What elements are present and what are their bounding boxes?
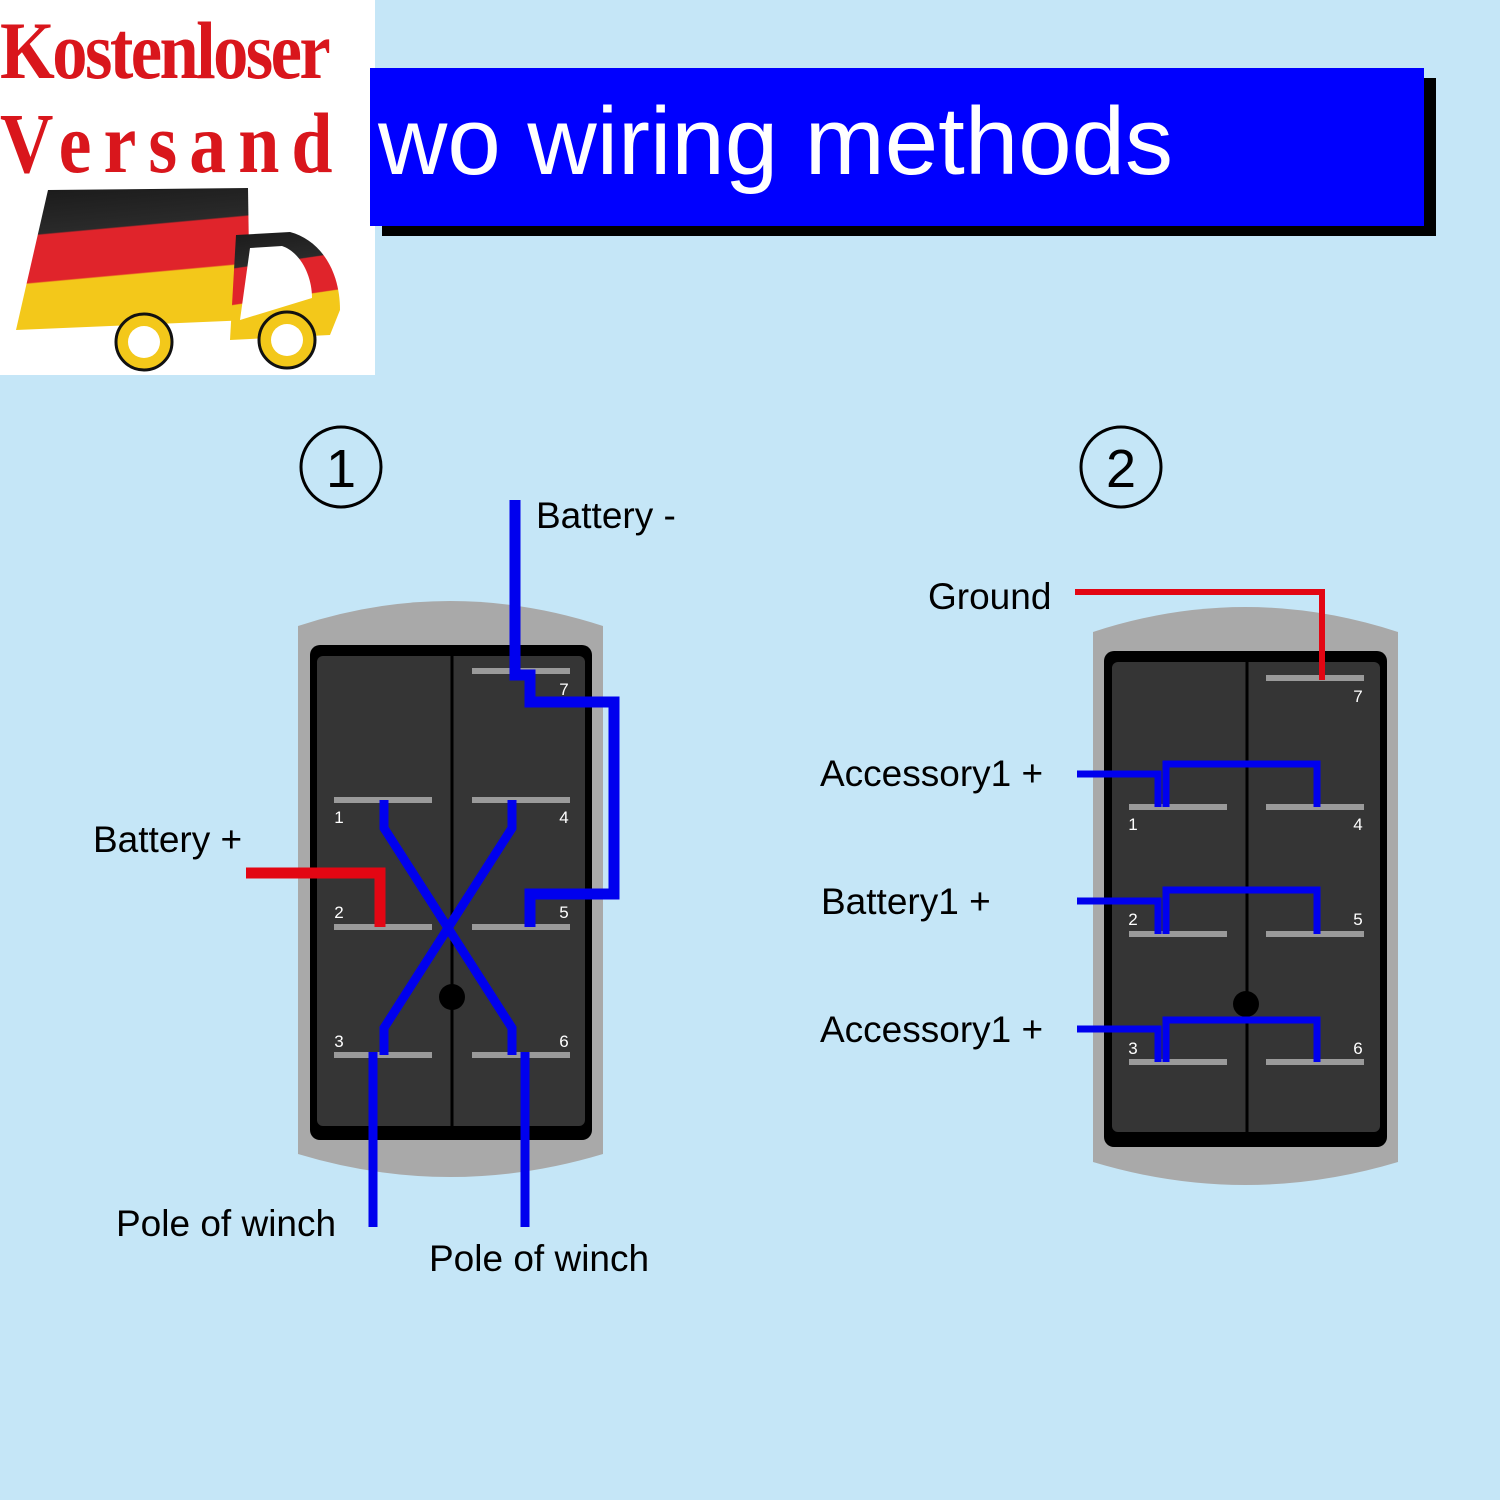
switch-1-pin-3: 3 [334, 1032, 343, 1051]
switch-2-pin-2: 2 [1128, 910, 1137, 929]
germany-flag-truck-icon [16, 188, 340, 372]
switch-2-pin-1: 1 [1128, 815, 1137, 834]
label-accessory-bottom: Accessory1 + [820, 1009, 1043, 1050]
switch-2-pin-3: 3 [1128, 1039, 1137, 1058]
badge-line-1: Kostenloser [0, 5, 331, 96]
wire-ground [1075, 589, 1325, 680]
label-accessory-top: Accessory1 + [820, 753, 1043, 794]
diagram-1-number: 1 [326, 439, 356, 499]
title-banner [370, 68, 1424, 226]
switch-1-pin-7: 7 [559, 680, 568, 699]
switch-2-pin-4: 4 [1353, 815, 1362, 834]
badge-line-2: Versand [0, 95, 345, 191]
bridge-3-6 [1162, 1016, 1321, 1062]
diagram-2: 2 7 1 4 2 5 3 6 G [820, 425, 1398, 1185]
switch-2-pin-6: 6 [1353, 1039, 1362, 1058]
diagram-1-number-circle [299, 425, 383, 509]
switch-1-pin-6: 6 [559, 1032, 568, 1051]
switch-1-pin-1: 1 [334, 808, 343, 827]
switch-2-pin-5: 5 [1353, 910, 1362, 929]
bridge-1-4 [1162, 760, 1321, 807]
label-battery-plus: Battery + [93, 819, 242, 860]
wire-battery-plus [246, 867, 386, 927]
diagram-2-number-circle [1079, 425, 1163, 509]
label-battery1: Battery1 + [821, 881, 991, 922]
wire-accessory-bottom [1077, 1025, 1162, 1062]
switch-2-pin-7: 7 [1353, 687, 1362, 706]
page-title: wo wiring methods [378, 88, 1173, 195]
switch-2-led [1233, 991, 1259, 1017]
wire-accessory-top [1077, 770, 1162, 807]
switch-1-pin-5: 5 [559, 903, 568, 922]
diagram-1: 1 7 1 4 2 5 3 6 Battery - [93, 425, 676, 1279]
bridge-2-5 [1162, 886, 1321, 934]
diagram-2-number: 2 [1106, 439, 1136, 499]
label-battery-minus: Battery - [536, 495, 676, 536]
wire-cross-b [379, 800, 517, 1055]
wire-battery-minus [509, 500, 620, 927]
switch-1-led [439, 984, 465, 1010]
switch-1-pin-2: 2 [334, 903, 343, 922]
wire-battery [1077, 897, 1162, 934]
label-pole-left: Pole of winch [116, 1203, 336, 1244]
free-shipping-badge: Kostenloser Versand [0, 0, 375, 375]
label-pole-right: Pole of winch [429, 1238, 649, 1279]
label-ground: Ground [928, 576, 1051, 617]
switch-1-pin-4: 4 [559, 808, 568, 827]
